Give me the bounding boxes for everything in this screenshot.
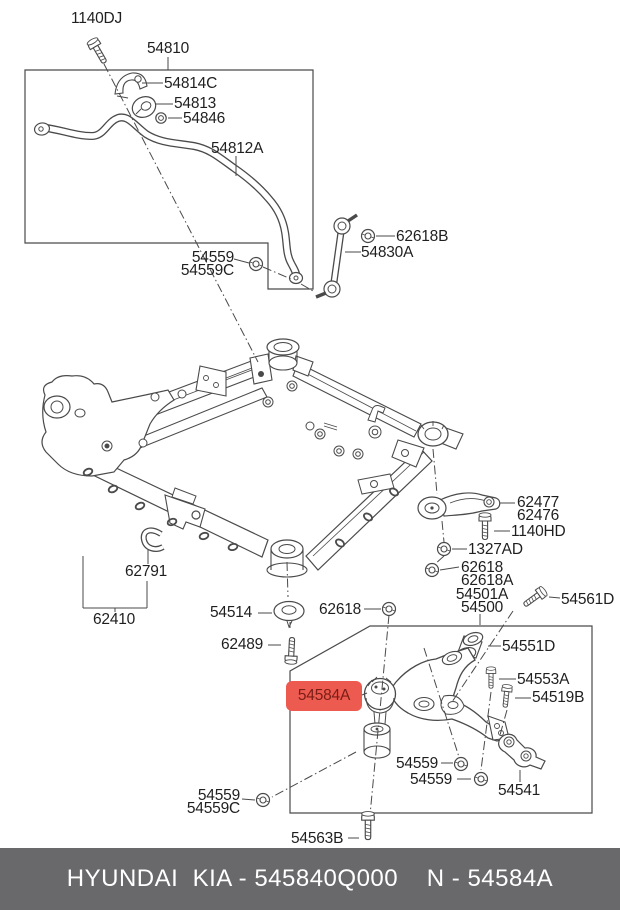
part-label-54559-m2[interactable]: 54559 bbox=[410, 771, 453, 788]
nut-54559-bottom bbox=[255, 792, 271, 808]
part-label-54559-top[interactable]: 54559 bbox=[191, 249, 234, 266]
bolt-62489 bbox=[284, 636, 299, 666]
part-label-54559-bottom[interactable]: 54559 bbox=[197, 787, 240, 804]
nut-62618-right bbox=[424, 562, 440, 578]
part-label-1327ad[interactable]: 1327AD bbox=[468, 541, 523, 558]
stabilizer-bar bbox=[33, 113, 304, 285]
part-label-62410[interactable]: 62410 bbox=[93, 611, 136, 628]
hook-62791 bbox=[140, 527, 165, 552]
part-label-54559-54559c-bottom[interactable]: 54559 54559C bbox=[186, 787, 240, 817]
part-label-54519b[interactable]: 54519B bbox=[532, 689, 585, 706]
part-label-54559-54559c-top[interactable]: 54559 54559C bbox=[180, 249, 234, 279]
leader-lines bbox=[82, 57, 561, 839]
part-label-54563b[interactable]: 54563B bbox=[291, 830, 344, 847]
bolt-1140dj bbox=[85, 35, 111, 67]
bolt-54519b bbox=[499, 683, 514, 709]
washer-54846 bbox=[155, 112, 167, 124]
footer-part-number-text: HYUNDAI KIA - 545840Q000 N - 54584A bbox=[66, 865, 554, 892]
part-label-54541[interactable]: 54541 bbox=[498, 782, 541, 799]
top-section-box bbox=[24, 69, 314, 290]
part-label-1140dj[interactable]: 1140DJ bbox=[71, 10, 123, 27]
part-label-62476[interactable]: 62476 bbox=[517, 507, 560, 524]
center-lines bbox=[103, 63, 514, 858]
part-label-54551d[interactable]: 54551D bbox=[502, 638, 556, 655]
part-label-54814c[interactable]: 54814C bbox=[164, 75, 218, 92]
bolt-1140hd bbox=[478, 512, 492, 541]
part-label-54810[interactable]: 54810 bbox=[147, 40, 190, 57]
part-label-62791[interactable]: 62791 bbox=[125, 563, 168, 580]
nut-54559-m1 bbox=[453, 756, 469, 772]
part-label-62477-62476[interactable]: 62477 62476 bbox=[517, 494, 560, 524]
bushing-54584a bbox=[363, 676, 397, 714]
part-label-62618-62618a[interactable]: 62618 62618A bbox=[461, 559, 514, 589]
part-label-54813[interactable]: 54813 bbox=[174, 95, 217, 112]
part-label-54830a[interactable]: 54830A bbox=[361, 244, 414, 261]
part-label-54846[interactable]: 54846 bbox=[183, 110, 226, 127]
nut-54559-m2 bbox=[473, 771, 489, 787]
nut-54559-top bbox=[248, 256, 264, 272]
part-label-62477[interactable]: 62477 bbox=[517, 494, 560, 511]
bushing-54813 bbox=[131, 96, 157, 118]
part-label-1140hd[interactable]: 1140HD bbox=[511, 523, 566, 540]
part-label-62618-right[interactable]: 62618 bbox=[461, 559, 504, 576]
part-label-62618b[interactable]: 62618B bbox=[396, 228, 449, 245]
part-label-54559-m1[interactable]: 54559 bbox=[396, 755, 439, 772]
footer-bar: HYUNDAI KIA - 545840Q000 N - 54584A bbox=[0, 848, 620, 910]
part-label-54561d[interactable]: 54561D bbox=[561, 591, 615, 608]
nut-1327ad bbox=[436, 541, 452, 557]
stabilizer-link-54830a bbox=[315, 213, 358, 299]
nut-62618-mid bbox=[381, 601, 397, 617]
bolt-54561d bbox=[520, 584, 549, 611]
nut-62618b bbox=[360, 228, 376, 244]
part-label-54514[interactable]: 54514 bbox=[210, 604, 253, 621]
bolt-54553a bbox=[485, 666, 497, 689]
part-label-54501a[interactable]: 54501A bbox=[455, 586, 509, 603]
part-label-62618a[interactable]: 62618A bbox=[461, 572, 514, 589]
part-label-54553a[interactable]: 54553A bbox=[517, 671, 570, 688]
washer-54514 bbox=[273, 600, 305, 629]
part-label-54559c-bottom[interactable]: 54559C bbox=[186, 800, 240, 817]
part-label-54559c-top[interactable]: 54559C bbox=[180, 262, 234, 279]
part-label-54812a[interactable]: 54812A bbox=[211, 140, 264, 157]
bracket-62477 bbox=[417, 492, 501, 520]
bracket-54541 bbox=[498, 733, 546, 770]
part-label-54500[interactable]: 54500 bbox=[460, 599, 504, 616]
lower-arm-drawing bbox=[363, 631, 546, 770]
bracket-54814c bbox=[114, 72, 148, 99]
part-label-62489[interactable]: 62489 bbox=[221, 636, 264, 653]
part-label-62618-mid[interactable]: 62618 bbox=[319, 601, 362, 618]
bolt-54563b bbox=[361, 810, 375, 841]
part-label-54501a-54500[interactable]: 54501A 54500 bbox=[452, 586, 512, 616]
part-label-54584a-highlighted[interactable]: 54584A bbox=[286, 681, 362, 711]
lower-section-box bbox=[289, 625, 593, 814]
crossmember-drawing bbox=[41, 338, 464, 578]
